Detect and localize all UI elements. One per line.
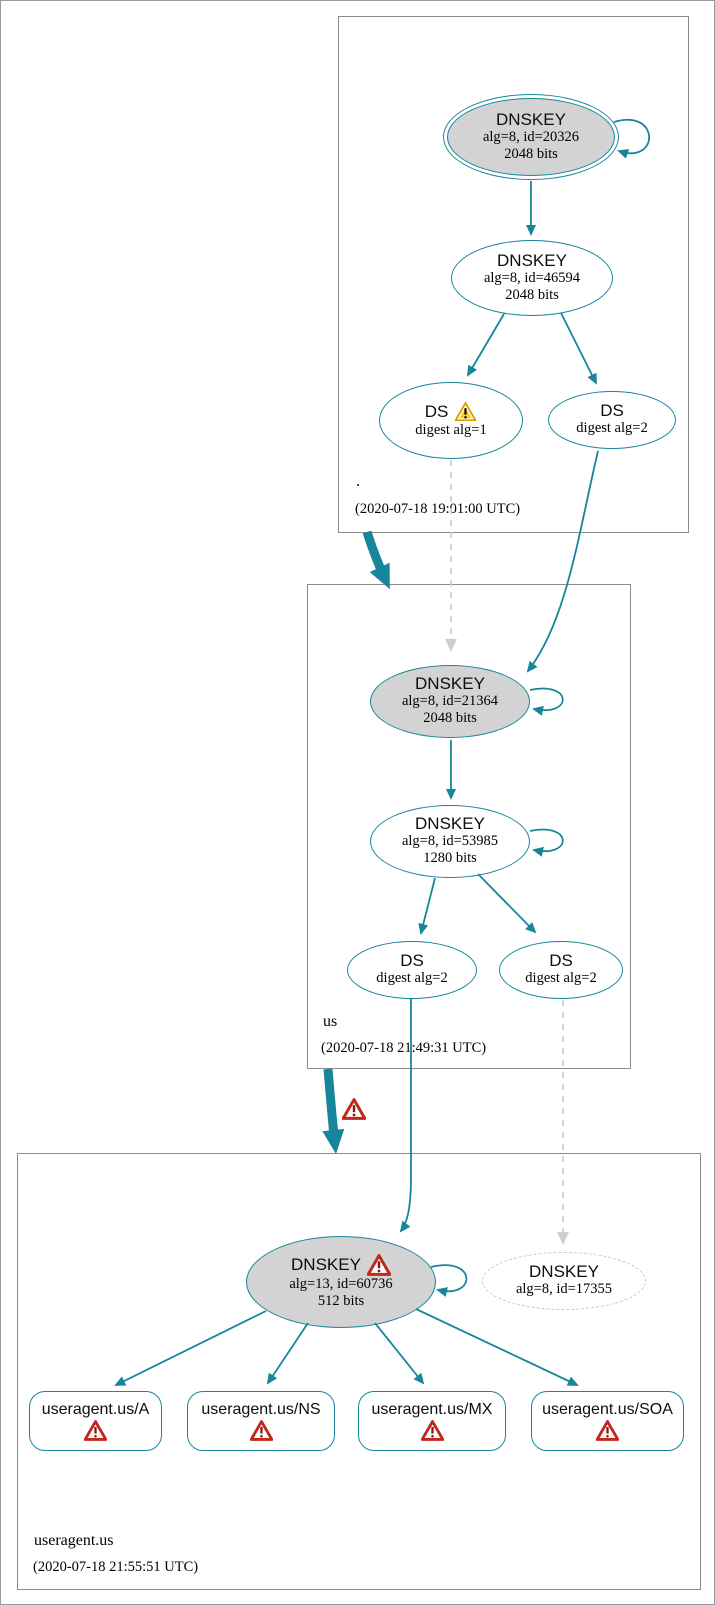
error-triangle-icon (249, 1419, 273, 1441)
dnskey-node-root-zsk[interactable]: DNSKEY alg=8, id=46594 2048 bits (451, 240, 613, 316)
node-detail: alg=8, id=21364 (401, 693, 499, 710)
node-detail: alg=8, id=17355 (515, 1281, 613, 1298)
rrset-node-useragent-us-ns[interactable]: useragent.us/NS (187, 1391, 335, 1451)
node-detail: alg=8, id=20326 (482, 128, 580, 145)
node-title: DS (400, 951, 424, 971)
node-size: 2048 bits (423, 710, 477, 727)
dnskey-node-ua-missing[interactable]: DNSKEY alg=8, id=17355 (482, 1252, 646, 1310)
rrset-node-useragent-us-a[interactable]: useragent.us/A (29, 1391, 162, 1451)
zone-timestamp-useragent-us: (2020-07-18 21:55:51 UTC) (33, 1559, 199, 1575)
error-triangle-icon (84, 1419, 107, 1441)
error-triangle-icon (366, 1253, 391, 1276)
node-detail: alg=13, id=60736 (289, 1275, 393, 1292)
rrset-label: useragent.us/NS (201, 1401, 321, 1419)
zone-box-root (338, 16, 689, 533)
zone-name-useragent-us: useragent.us (34, 1532, 114, 1549)
dnskey-node-us-zsk[interactable]: DNSKEY alg=8, id=53985 1280 bits (370, 805, 530, 878)
ds-node-root-alg2[interactable]: DS digest alg=2 (548, 391, 676, 449)
dnskey-node-ua[interactable]: DNSKEY alg=13, id=60736 512 bits (246, 1236, 436, 1328)
ds-node-us-right[interactable]: DS digest alg=2 (499, 941, 623, 999)
node-title: DNSKEY (415, 814, 485, 834)
node-detail: digest alg=1 (415, 422, 487, 439)
node-title: DNSKEY (497, 250, 567, 270)
node-title: DNSKEY (529, 1262, 599, 1282)
node-title: DNSKEY (415, 674, 485, 694)
zone-name-root: . (356, 473, 360, 490)
node-detail: digest alg=2 (376, 970, 448, 987)
node-title: DNSKEY (496, 109, 566, 129)
rrset-label: useragent.us/SOA (542, 1401, 673, 1419)
zone-timestamp-root: (2020-07-18 19:01:00 UTC) (355, 501, 521, 517)
dnskey-node-root-ksk[interactable]: DNSKEY alg=8, id=20326 2048 bits (443, 94, 619, 180)
node-size: 2048 bits (504, 145, 558, 162)
node-title: DS (549, 951, 573, 971)
zone-name-us: us (323, 1013, 338, 1030)
node-detail: digest alg=2 (576, 420, 648, 437)
node-size: 512 bits (317, 1293, 365, 1309)
rrset-label: useragent.us/MX (371, 1401, 493, 1419)
node-size: 2048 bits (505, 286, 559, 303)
dnskey-node-root-ksk-inner: DNSKEY alg=8, id=20326 2048 bits (447, 98, 615, 176)
error-triangle-icon (420, 1419, 444, 1441)
node-title: DNSKEY (291, 1254, 361, 1274)
zone-box-useragent-us (17, 1153, 701, 1590)
zone-box-us (307, 584, 631, 1069)
delegation-error-icon (341, 1098, 367, 1125)
dnskey-node-us-ksk[interactable]: DNSKEY alg=8, id=21364 2048 bits (370, 665, 530, 738)
edge-us-to-ua-delegation (322, 1068, 345, 1154)
node-title: DS (424, 401, 449, 421)
node-detail: alg=8, id=53985 (401, 833, 499, 850)
warning-triangle-icon (454, 401, 477, 422)
edge-root-to-us-delegation (362, 530, 391, 590)
node-detail: digest alg=2 (525, 970, 597, 987)
node-detail: alg=8, id=46594 (483, 269, 581, 286)
ds-node-us-left[interactable]: DS digest alg=2 (347, 941, 477, 999)
rrset-node-useragent-us-soa[interactable]: useragent.us/SOA (531, 1391, 684, 1451)
rrset-label: useragent.us/A (41, 1401, 150, 1419)
ds-node-root-alg1[interactable]: DS digest alg=1 (379, 382, 523, 459)
node-size: 1280 bits (423, 850, 477, 867)
node-title: DS (600, 401, 624, 421)
rrset-node-useragent-us-mx[interactable]: useragent.us/MX (358, 1391, 506, 1451)
error-triangle-icon (596, 1419, 619, 1441)
zone-timestamp-us: (2020-07-18 21:49:31 UTC) (321, 1040, 487, 1056)
